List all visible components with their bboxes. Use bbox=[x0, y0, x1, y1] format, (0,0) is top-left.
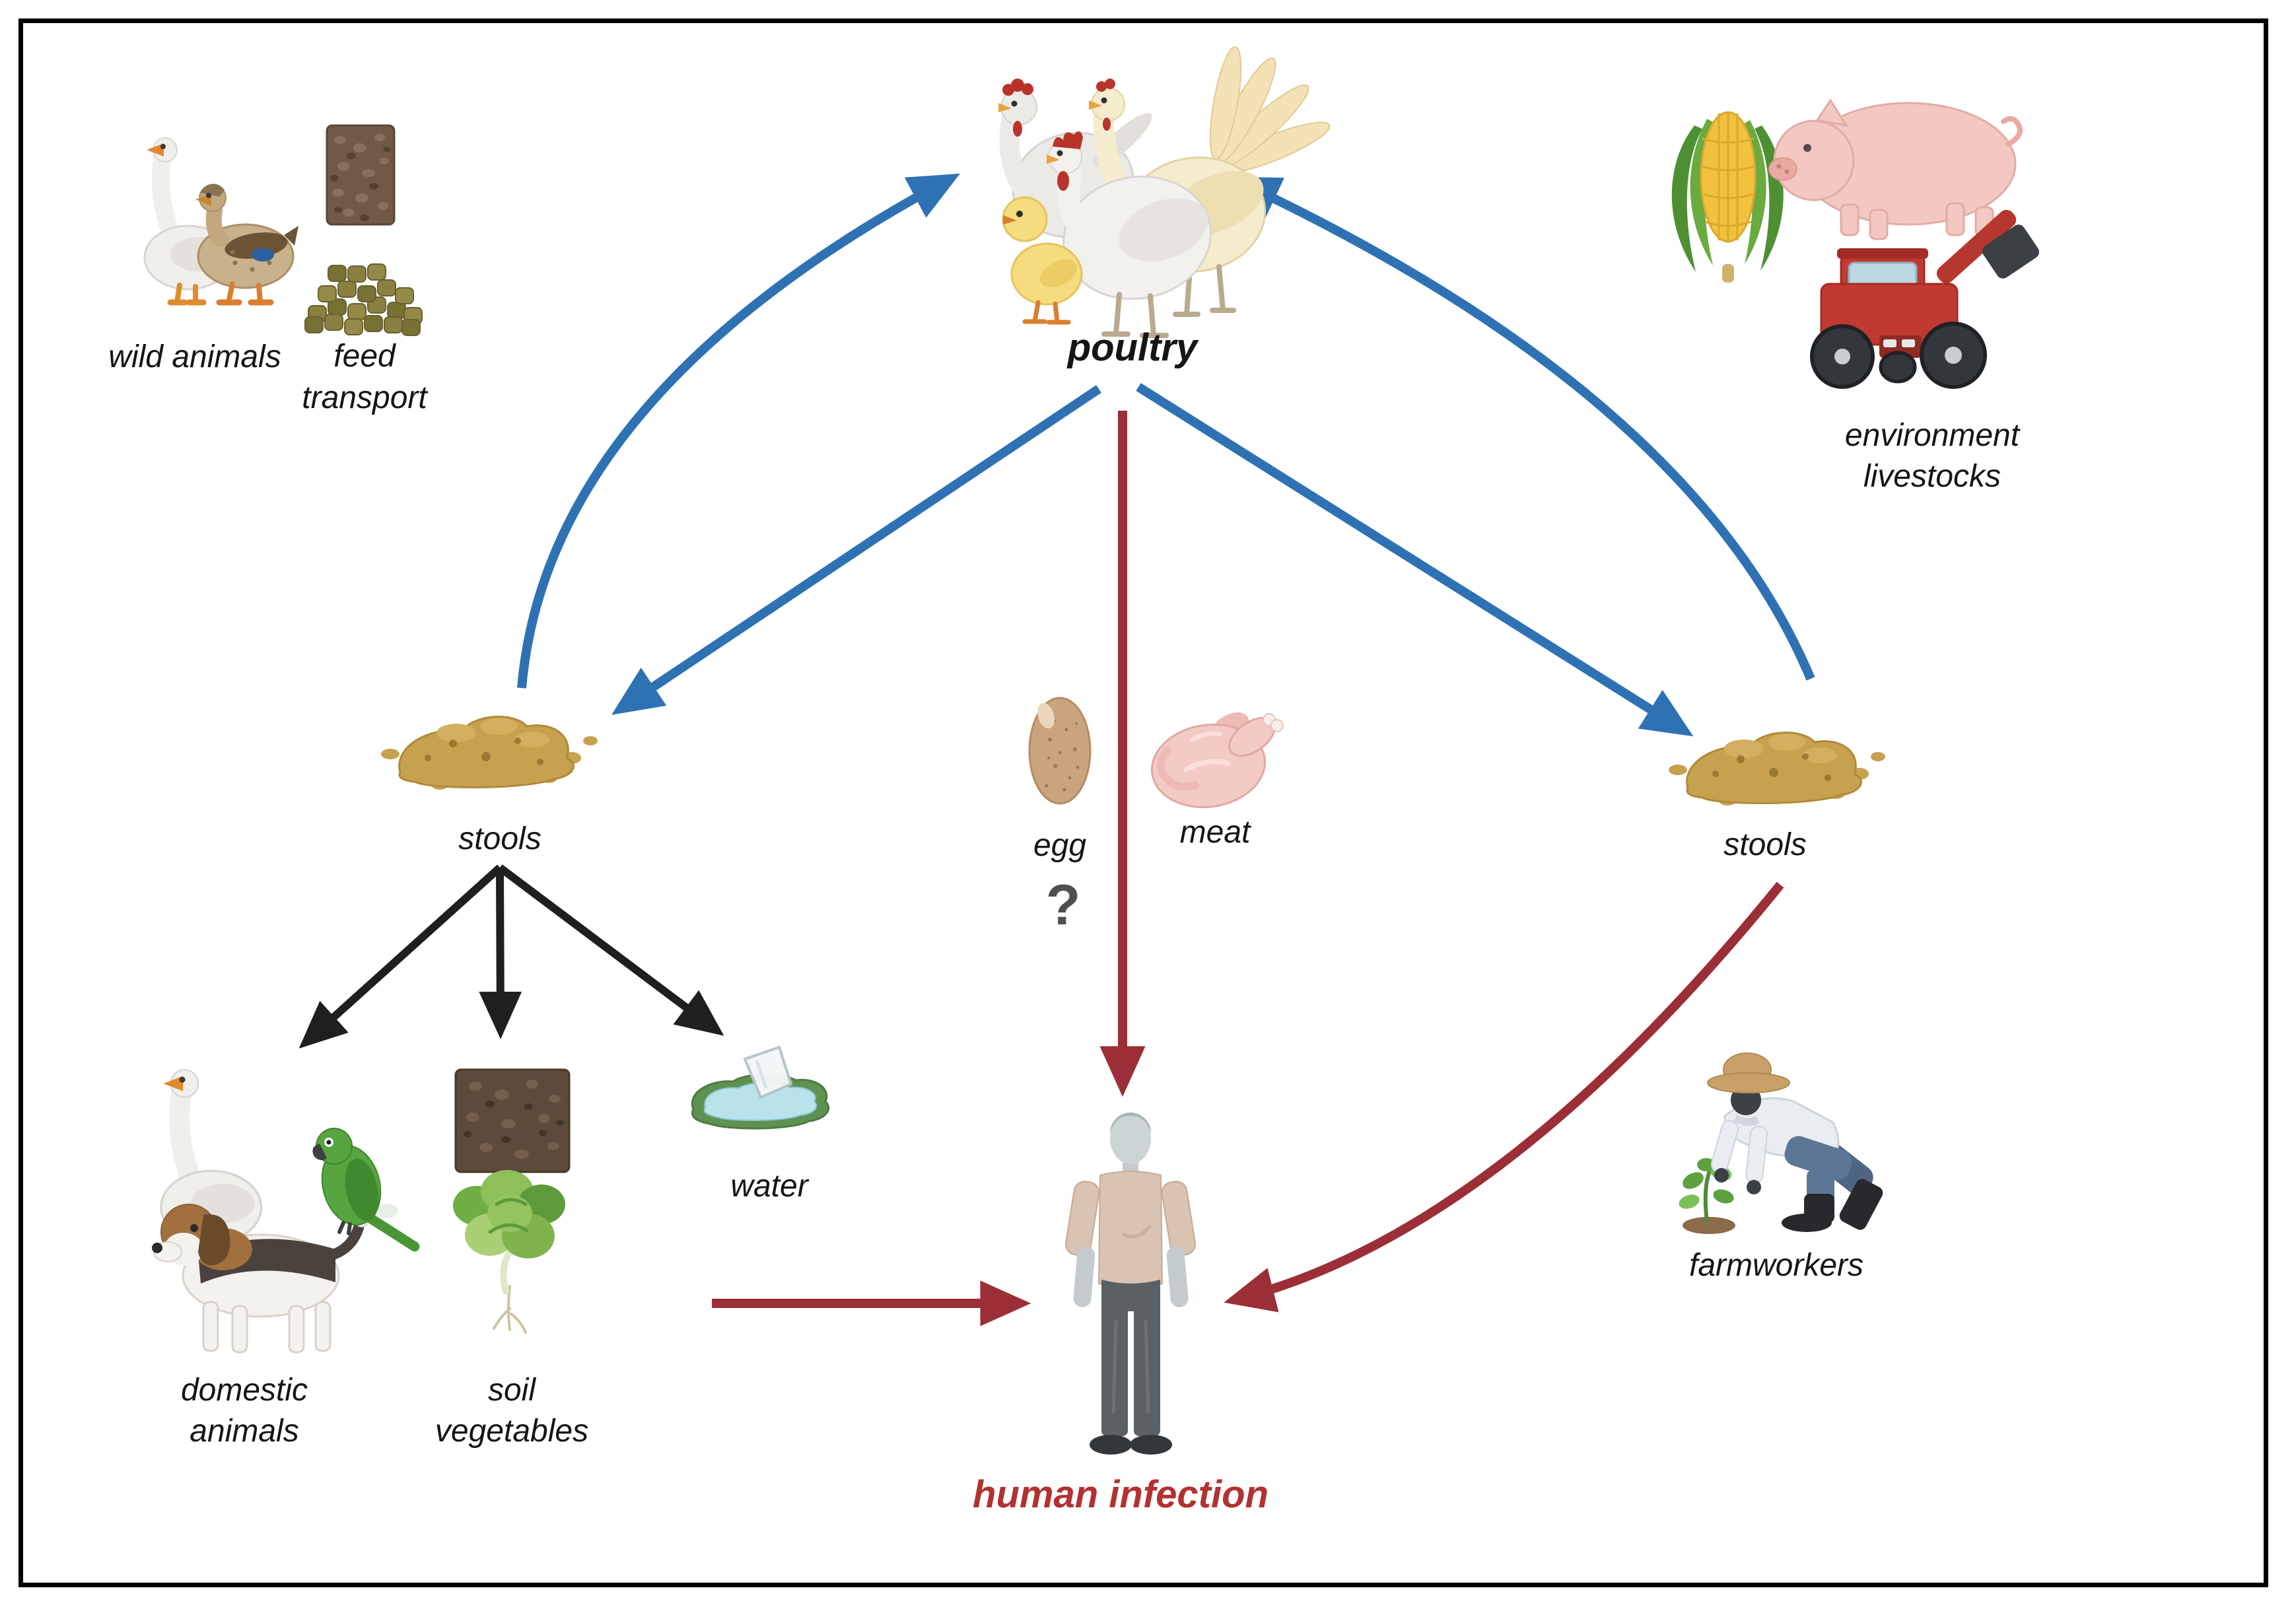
arrow-stools-left-to-poultry bbox=[517, 173, 960, 689]
human-icon bbox=[1064, 1113, 1197, 1455]
human-infection-label: human infection bbox=[973, 1473, 1269, 1516]
arrow-stools-right-to-poultry bbox=[1228, 176, 1815, 681]
feed-pellets bbox=[304, 263, 423, 336]
meat-label: meat bbox=[1179, 815, 1251, 850]
feed-label-line2: transport bbox=[302, 380, 427, 415]
poultry-icon bbox=[998, 46, 1331, 338]
poultry-label: poultry bbox=[1067, 326, 1198, 369]
wild-animals-label: wild animals bbox=[108, 339, 281, 374]
water-label: water bbox=[730, 1169, 808, 1204]
feed-transport-icon bbox=[304, 124, 423, 336]
environment-livestocks-icon bbox=[1671, 98, 2040, 389]
soil-vegetables-icon bbox=[453, 1068, 571, 1334]
soil-vegetables-label-line1: soil bbox=[487, 1373, 536, 1408]
arrow-poultry-to-stools-right bbox=[1136, 383, 1694, 737]
arrow-stools-right-to-human bbox=[1224, 881, 1784, 1313]
environment-label-line1: environment bbox=[1844, 418, 2020, 453]
domestic-animals-label-line2: animals bbox=[190, 1414, 299, 1449]
farmworkers-label: farmworkers bbox=[1688, 1248, 1864, 1283]
wild-animals-icon bbox=[145, 138, 298, 302]
egg-label: egg bbox=[1033, 828, 1087, 863]
feed-label-line1: feed bbox=[333, 339, 396, 374]
egg-icon bbox=[1028, 697, 1092, 805]
domestic-animals-icon bbox=[152, 1070, 420, 1354]
environment-label-line2: livestocks bbox=[1863, 459, 2001, 494]
arrow-stools-left-to-soil-vegetables bbox=[479, 867, 522, 1039]
arrow-stools-left-to-domestic-animals bbox=[298, 864, 503, 1049]
water-icon bbox=[691, 1045, 830, 1130]
arrow-poultry-to-stools-left bbox=[611, 385, 1101, 715]
domestic-animals-label-line1: domestic bbox=[180, 1373, 308, 1408]
diagram-border bbox=[18, 18, 2268, 1587]
stools-right-label: stools bbox=[1723, 827, 1807, 862]
meat-icon bbox=[1150, 712, 1284, 809]
farmworkers-icon bbox=[1679, 1052, 1883, 1234]
egg-uncertainty-mark: ? bbox=[1045, 874, 1081, 937]
stools-left-label: stools bbox=[458, 821, 541, 856]
soil-vegetables-label-line2: vegetables bbox=[435, 1414, 589, 1449]
arrow-stools-left-to-water bbox=[497, 864, 724, 1036]
